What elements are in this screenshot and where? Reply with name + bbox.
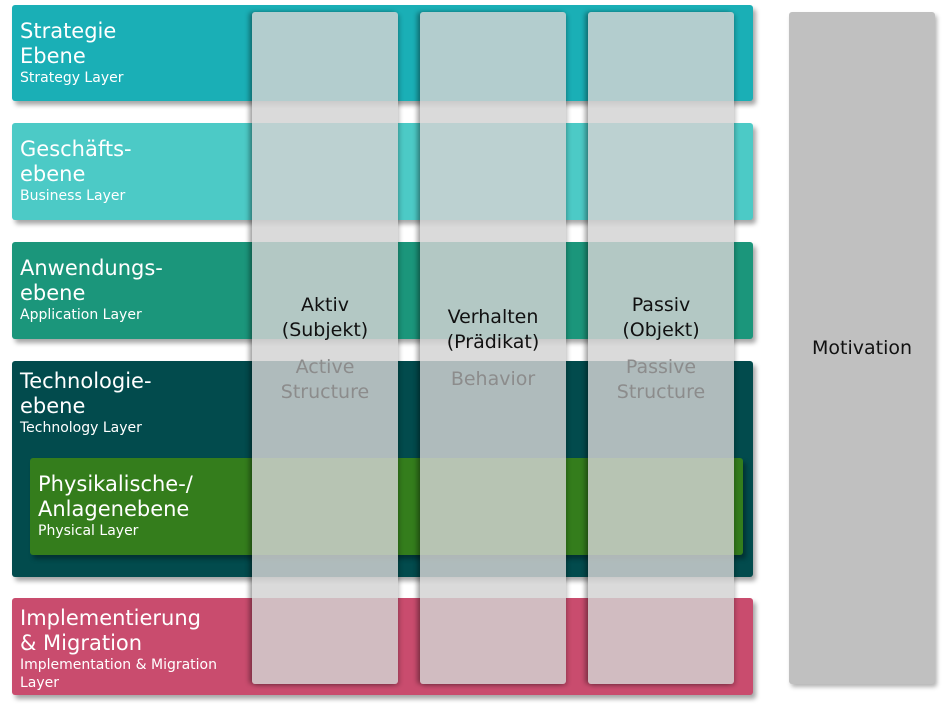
title-line: & Migration — [20, 631, 143, 655]
layer-subtitle: Business Layer — [20, 188, 126, 204]
title-line: (Subjekt) — [281, 319, 369, 341]
behavior-column: Verhalten (Prädikat) Behavior — [420, 12, 566, 684]
title-line: (Prädikat) — [446, 331, 540, 353]
subtitle-line: Behavior — [450, 368, 536, 390]
layer-subtitle: Strategy Layer — [20, 70, 124, 86]
column-title: Aktiv (Subjekt) — [252, 293, 398, 343]
title-line: Technologie- — [20, 369, 152, 393]
layer-subtitle: Implementation & Migration Layer — [20, 657, 217, 691]
motivation-column: Motivation — [789, 12, 935, 684]
title-line: Passiv — [631, 294, 691, 316]
column-subtitle: Behavior — [420, 367, 566, 392]
title-line: (Objekt) — [622, 319, 700, 341]
title-line: ebene — [20, 394, 86, 418]
layer-subtitle: Application Layer — [20, 307, 142, 323]
subtitle-line: Structure — [616, 381, 706, 403]
column-title: Passiv (Objekt) — [588, 293, 734, 343]
title-line: Anlagenebene — [38, 497, 190, 521]
title-line: Physikalische-/ — [38, 472, 193, 496]
title-line: Ebene — [20, 44, 86, 68]
title-line: ebene — [20, 281, 86, 305]
title-line: ebene — [20, 162, 86, 186]
column-title: Verhalten (Prädikat) — [420, 305, 566, 355]
motivation-label: Motivation — [811, 337, 913, 359]
title-line: Geschäfts- — [20, 137, 132, 161]
title-line: Anwendungs- — [20, 256, 163, 280]
layer-subtitle: Technology Layer — [20, 420, 142, 436]
layer-subtitle: Physical Layer — [38, 523, 139, 539]
subtitle-line: Structure — [280, 381, 370, 403]
title-line: Aktiv — [301, 294, 349, 316]
title-line: Implementierung — [20, 606, 201, 630]
title-line: Verhalten — [447, 306, 539, 328]
title-line: Strategie — [20, 19, 117, 43]
subtitle-line: Active — [295, 356, 355, 378]
subtitle-line: Passive — [625, 356, 697, 378]
